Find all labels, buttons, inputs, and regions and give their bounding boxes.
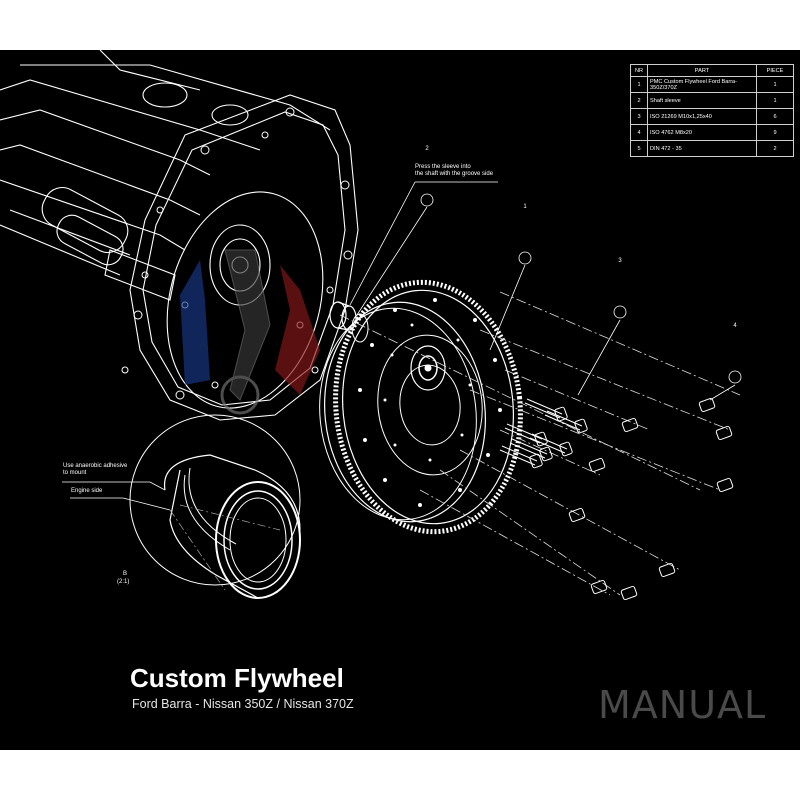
table-row: 5 DIN 472 - 35 2 [630, 140, 794, 157]
press-sleeve-line1: Press the sleeve into [415, 164, 471, 170]
page-title: Custom Flywheel [130, 663, 344, 693]
engine-bolt-holes [121, 107, 353, 400]
assembly-centerlines [339, 291, 741, 596]
engine-block [0, 50, 359, 421]
detail-scale: (2:1) [117, 579, 130, 585]
engine-side-note: Engine side [71, 488, 103, 494]
row-part: DIN 472 - 35 [647, 140, 757, 157]
table-row: 1 PMC Custom Flywheel Ford Barra-350Z/37… [630, 76, 794, 93]
manual-label: MANUAL [598, 683, 767, 727]
table-row: 2 Shaft sleeve 1 [630, 92, 794, 109]
leader-lines [62, 181, 736, 511]
row-nr: 2 [630, 92, 648, 109]
balloon-1: 1 [523, 204, 527, 210]
page-subtitle: Ford Barra - Nissan 350Z / Nissan 370Z [132, 697, 354, 711]
flywheel-bolts [499, 398, 588, 469]
parts-table-header: NR PART PIECE [630, 64, 794, 77]
adhesive-note: Use anaerobic adhesive to mount [63, 463, 127, 477]
row-part: Shaft sleeve [647, 92, 757, 109]
flywheel [319, 279, 523, 535]
row-nr: 1 [630, 76, 648, 93]
row-part: PMC Custom Flywheel Ford Barra-350Z/370Z [647, 76, 757, 93]
watermark-logo [180, 249, 320, 415]
row-nr: 5 [630, 140, 648, 157]
adhesive-line2: to mount [63, 470, 87, 476]
row-part: ISO 21269 M10x1,25x40 [647, 108, 757, 125]
balloon-2: 2 [425, 146, 429, 152]
parts-list-table: NR PART PIECE 1 PMC Custom Flywheel Ford… [630, 64, 794, 157]
balloon-1-circle [518, 251, 532, 265]
row-piece: 6 [756, 108, 794, 125]
drawing-sheet: NR PART PIECE 1 PMC Custom Flywheel Ford… [0, 50, 800, 750]
balloon-3: 3 [618, 258, 622, 264]
clutch-bolts [568, 397, 734, 601]
row-piece: 9 [756, 124, 794, 141]
balloons [420, 193, 742, 384]
adhesive-line1: Use anaerobic adhesive [63, 463, 128, 469]
table-row: 3 ISO 21269 M10x1,25x40 6 [630, 108, 794, 125]
row-piece: 2 [756, 140, 794, 157]
header-piece: PIECE [756, 64, 794, 77]
flywheel-holes [358, 298, 502, 507]
exploded-assembly-drawing [0, 50, 742, 601]
balloon-4-circle [728, 370, 742, 384]
row-piece: 1 [756, 92, 794, 109]
detail-view-b [129, 414, 301, 599]
balloon-3-circle [613, 305, 627, 319]
row-nr: 4 [630, 124, 648, 141]
table-row: 4 ISO 4762 M8x20 9 [630, 124, 794, 141]
balloon-4: 4 [733, 323, 737, 329]
row-nr: 3 [630, 108, 648, 125]
row-part: ISO 4762 M8x20 [647, 124, 757, 141]
balloon-2-circle [420, 193, 434, 207]
row-piece: 1 [756, 76, 794, 93]
press-sleeve-line2: the shaft with the groove side [415, 171, 494, 177]
header-part: PART [647, 64, 757, 77]
header-nr: NR [630, 64, 648, 77]
press-sleeve-note: Press the sleeve into the shaft with the… [415, 164, 493, 178]
detail-label: B [123, 571, 128, 577]
